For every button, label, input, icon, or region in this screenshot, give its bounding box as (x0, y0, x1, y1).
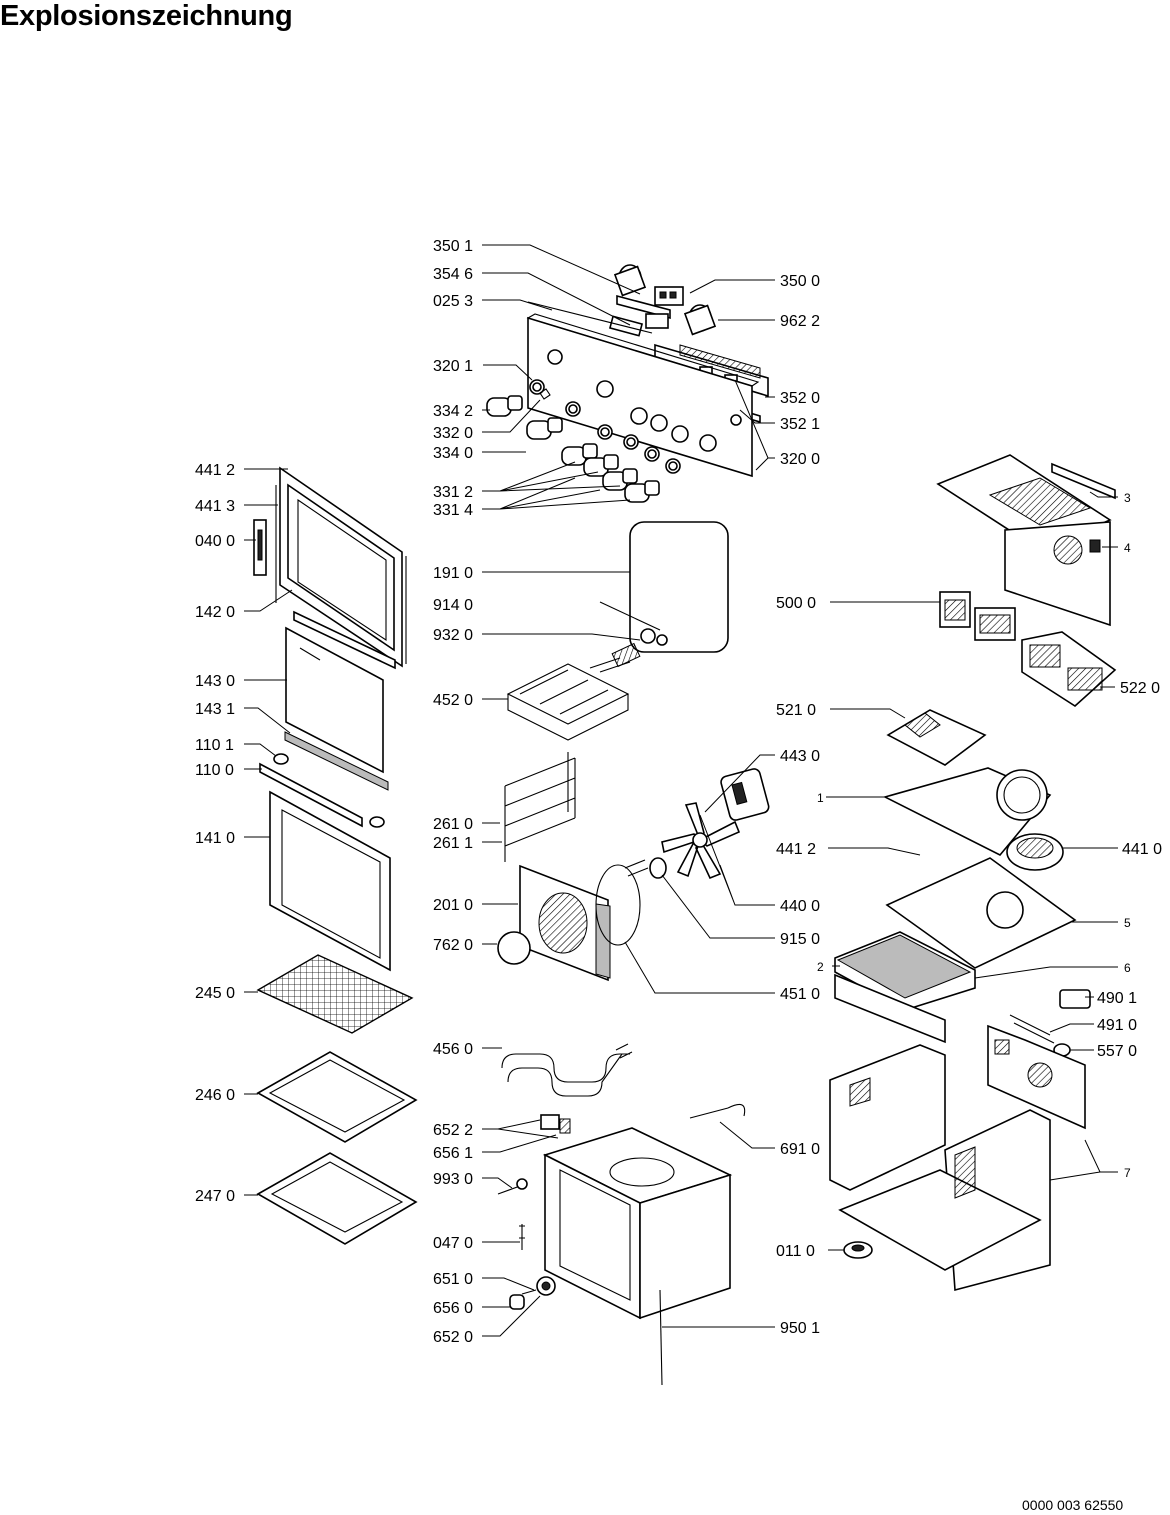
label-110-0: 110 0 (195, 762, 234, 779)
label-334-0: 334 0 (433, 445, 473, 462)
label-490-1: 490 1 (1097, 990, 1137, 1007)
label-352-1: 352 1 (780, 416, 820, 433)
callout-2: 2 (817, 960, 824, 974)
label-521-0: 521 0 (776, 702, 816, 719)
label-261-1: 261 1 (433, 835, 473, 852)
label-350-1: 350 1 (433, 238, 473, 255)
label-441-3: 441 3 (195, 498, 235, 515)
label-261-0: 261 0 (433, 816, 473, 833)
label-247-0: 247 0 (195, 1188, 235, 1205)
label-557-0: 557 0 (1097, 1043, 1137, 1060)
label-441-2-top: 441 2 (776, 841, 816, 858)
label-656-1: 656 1 (433, 1145, 473, 1162)
callout-1: 1 (817, 791, 824, 805)
label-143-1: 143 1 (195, 701, 235, 718)
label-652-2: 652 2 (433, 1122, 473, 1139)
label-451-0: 451 0 (780, 986, 820, 1003)
label-962-2: 962 2 (780, 313, 820, 330)
label-354-6: 354 6 (433, 266, 473, 283)
label-491-0: 491 0 (1097, 1017, 1137, 1034)
label-334-2: 334 2 (433, 403, 473, 420)
label-011-0: 011 0 (776, 1243, 815, 1260)
page-title: Explosionszeichnung (0, 0, 293, 32)
part-drawings (253, 264, 1117, 1386)
label-245-0: 245 0 (195, 985, 235, 1002)
housing-drawing (829, 454, 1117, 1292)
label-025-3: 025 3 (433, 293, 473, 310)
label-350-0: 350 0 (780, 273, 820, 290)
leader-lines (244, 244, 1118, 1337)
label-332-0: 332 0 (433, 425, 473, 442)
label-142-0: 142 0 (195, 604, 235, 621)
callout-6: 6 (1124, 961, 1131, 975)
label-522-0: 522 0 (1120, 680, 1160, 697)
label-320-0: 320 0 (780, 451, 820, 468)
label-915-0: 915 0 (780, 931, 820, 948)
callout-4: 4 (1124, 541, 1131, 555)
label-201-0: 201 0 (433, 897, 473, 914)
callout-5: 5 (1124, 916, 1131, 930)
label-191-0: 191 0 (433, 565, 473, 582)
document-number: 0000 003 62550 (1022, 1497, 1124, 1513)
label-652-0: 652 0 (433, 1329, 473, 1346)
label-047-0: 047 0 (433, 1235, 473, 1252)
door-drawing (253, 466, 418, 1245)
label-352-0: 352 0 (780, 390, 820, 407)
label-441-2-door: 441 2 (195, 462, 235, 479)
label-500-0: 500 0 (776, 595, 816, 612)
label-950-1: 950 1 (780, 1320, 820, 1337)
label-320-1: 320 1 (433, 358, 473, 375)
label-331-4: 331 4 (433, 502, 473, 519)
label-656-0: 656 0 (433, 1300, 473, 1317)
label-440-0: 440 0 (780, 898, 820, 915)
callout-3: 3 (1124, 491, 1131, 505)
label-143-0: 143 0 (195, 673, 235, 690)
control-panel-drawing (486, 264, 769, 503)
label-441-0: 441 0 (1122, 841, 1162, 858)
part-labels: 350 1 354 6 025 3 350 0 962 2 320 1 334 … (195, 238, 1162, 1346)
label-691-0: 691 0 (780, 1141, 820, 1158)
label-141-0: 141 0 (195, 830, 235, 847)
label-443-0: 443 0 (780, 748, 820, 765)
label-932-0: 932 0 (433, 627, 473, 644)
callout-7: 7 (1124, 1166, 1131, 1180)
label-331-2: 331 2 (433, 484, 473, 501)
label-452-0: 452 0 (433, 692, 473, 709)
label-246-0: 246 0 (195, 1087, 235, 1104)
label-993-0: 993 0 (433, 1171, 473, 1188)
label-762-0: 762 0 (433, 937, 473, 954)
label-456-0: 456 0 (433, 1041, 473, 1058)
label-110-1: 110 1 (195, 737, 234, 754)
label-040-0: 040 0 (195, 533, 235, 550)
label-651-0: 651 0 (433, 1271, 473, 1288)
oven-internals-drawing (497, 521, 770, 1386)
label-914-0: 914 0 (433, 597, 473, 614)
